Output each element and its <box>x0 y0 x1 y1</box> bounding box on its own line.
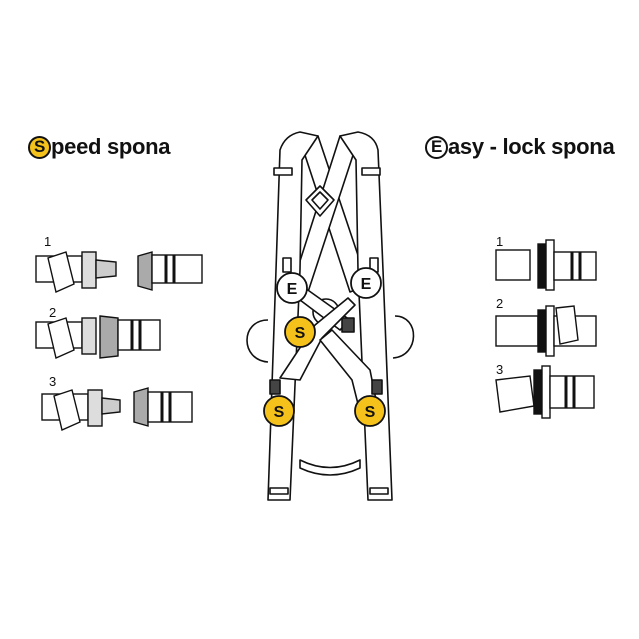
adjuster <box>282 257 292 273</box>
svg-text:S: S <box>365 404 376 421</box>
svg-text:E: E <box>361 276 372 293</box>
adjuster <box>341 317 355 333</box>
adjuster <box>269 379 281 395</box>
easy-lock-spona-heading: E asy - lock spona <box>425 134 615 160</box>
adjuster <box>269 487 289 495</box>
left-side-ring <box>246 319 269 363</box>
adjuster <box>369 487 389 495</box>
speed-badge-right-leg: S <box>354 395 386 427</box>
easy-lock-step-3 <box>495 365 595 419</box>
svg-text:S: S <box>295 325 306 342</box>
adjuster <box>371 379 383 395</box>
speed-spona-heading: S peed spona <box>28 134 171 160</box>
speed-badge-chest: S <box>284 316 316 348</box>
speed-buckle-step-1 <box>35 251 203 293</box>
right-main-strap <box>339 131 393 501</box>
seat-strap <box>299 459 361 476</box>
easy-step-2: 2 <box>496 296 504 311</box>
easy-badge-right: E <box>350 267 382 299</box>
easy-step-3: 3 <box>496 362 504 377</box>
speed-spona-label: peed spona <box>51 134 171 159</box>
svg-text:E: E <box>287 281 298 298</box>
speed-buckle-step-2 <box>35 315 161 359</box>
adjuster <box>361 167 381 176</box>
easy-badge-left: E <box>276 272 308 304</box>
speed-buckle-step-3 <box>41 387 193 431</box>
speed-badge: S <box>28 135 51 159</box>
speed-step-3: 3 <box>49 374 57 389</box>
easy-lock-spona-label: asy - lock spona <box>448 134 615 159</box>
right-side-ring <box>392 315 415 359</box>
speed-step-2: 2 <box>49 305 57 320</box>
svg-text:S: S <box>274 404 285 421</box>
left-main-strap <box>267 131 319 501</box>
easy-lock-step-1 <box>495 239 597 291</box>
speed-badge-left-leg: S <box>263 395 295 427</box>
speed-step-1: 1 <box>44 234 52 249</box>
easy-step-1: 1 <box>496 234 504 249</box>
easy-badge: E <box>425 135 448 159</box>
easy-lock-step-2 <box>495 305 597 357</box>
adjuster <box>273 167 293 176</box>
